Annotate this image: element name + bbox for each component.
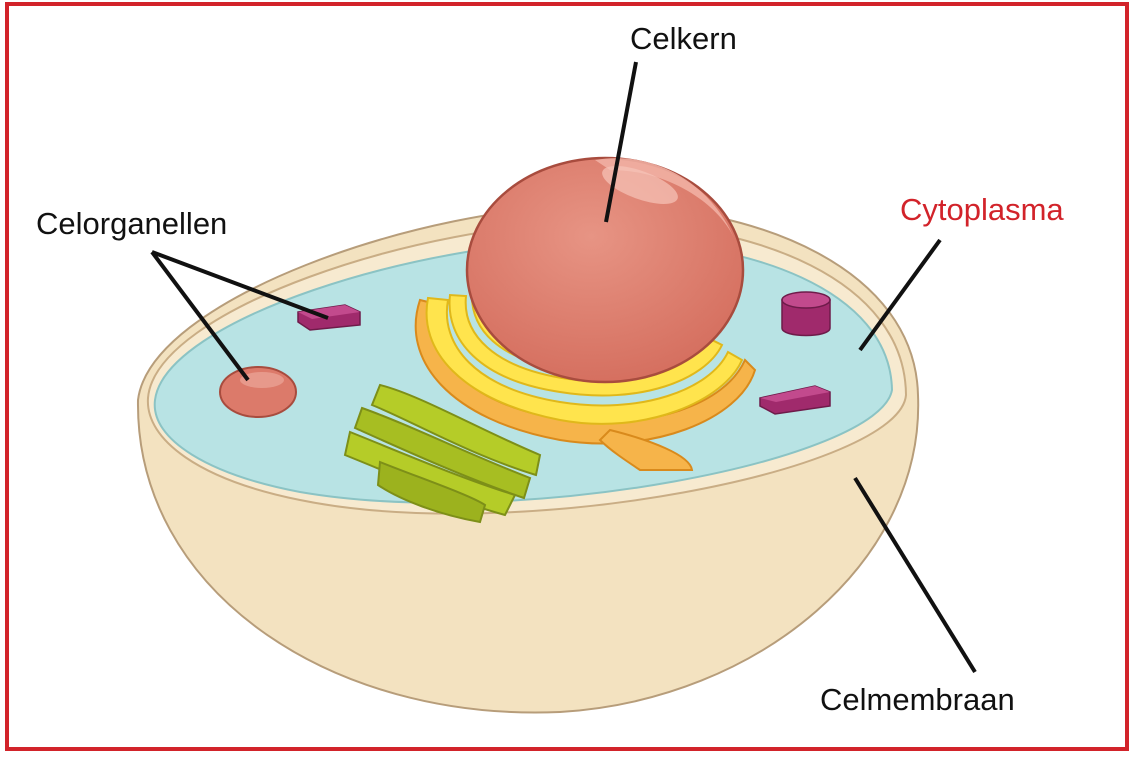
nucleus bbox=[467, 158, 743, 382]
lysosome bbox=[220, 367, 296, 417]
label-celmembraan: Celmembraan bbox=[820, 683, 1015, 717]
label-celorganellen: Celorganellen bbox=[36, 207, 227, 241]
leader-celmembraan bbox=[855, 478, 975, 672]
organelle-cylinder bbox=[782, 292, 830, 336]
label-cytoplasma: Cytoplasma bbox=[900, 193, 1064, 227]
label-celkern: Celkern bbox=[630, 22, 737, 56]
